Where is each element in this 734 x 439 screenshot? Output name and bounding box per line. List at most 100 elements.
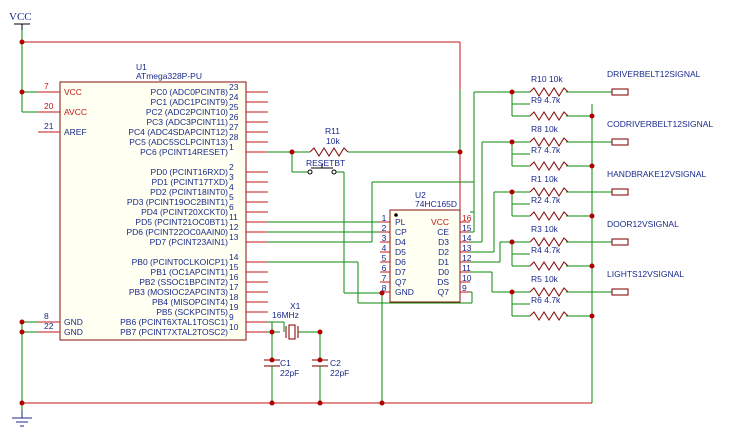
u1-pin-17-number: 17 [229, 282, 239, 292]
u2-pin-12-name: D1 [438, 257, 449, 267]
u1-pin-17-name: PB3 (MOSIOC2APCINT3) [129, 287, 228, 297]
u1-pin-8-number: 8 [44, 311, 49, 321]
u1-pin-22-name: GND [64, 327, 83, 337]
pullup-resistor[interactable] [529, 286, 569, 298]
u1-pin-7-name: VCC [64, 87, 82, 97]
crystal-x1[interactable]: X1 16MHz [272, 301, 301, 340]
u2-pin-15-name: CE [437, 227, 449, 237]
r11-ref: R11 [325, 126, 340, 136]
u1-pin-14-number: 14 [229, 252, 239, 262]
u1-pin-6-number: 6 [229, 202, 234, 212]
pullup-resistor[interactable] [529, 86, 569, 98]
u2-pin-3-name: D4 [395, 237, 406, 247]
signal-connector[interactable] [611, 188, 629, 196]
pullup-resistor[interactable] [529, 236, 569, 248]
reset-button[interactable]: RESETBT [306, 158, 345, 175]
u1-pin-9-number: 9 [229, 312, 234, 322]
u1-pin-4-name: PD2 (PCINT18INT0) [150, 187, 228, 197]
u1-pin-25-name: PC2 (ADC2PCINT10) [146, 107, 228, 117]
u1-pin-7-number: 7 [44, 81, 49, 91]
u1-pin-2-number: 2 [229, 162, 234, 172]
r11-resistor[interactable]: R11 10k [309, 126, 350, 158]
divider-resistor-label: R2 4.7k [531, 195, 561, 205]
u1-pin-12-number: 12 [229, 222, 239, 232]
u2-pin1-marker [394, 213, 398, 217]
pullup-resistor-label: R3 10k [531, 224, 559, 234]
r11-value: 10k [326, 136, 340, 146]
divider-resistor[interactable] [529, 260, 569, 272]
u1-pin-24-name: PC1 (ADC1PCINT9) [151, 97, 229, 107]
u2-pin-12-number: 12 [462, 253, 472, 263]
u2-value: 74HC165D [415, 199, 457, 209]
u1-pin-11-number: 11 [229, 212, 238, 222]
u2-pin-11-name: D0 [438, 267, 449, 277]
signal-connector[interactable] [611, 238, 629, 246]
u1-pin-26-name: PC3 (ADC3PCINT11) [146, 117, 228, 127]
u2-pin-15-number: 15 [462, 223, 472, 233]
divider-resistor[interactable] [529, 110, 569, 122]
divider-resistor[interactable] [529, 310, 569, 322]
u1-pin-19-name: PB5 (SCKPCINT5) [156, 307, 228, 317]
u2-pin-14-number: 14 [462, 233, 472, 243]
u1-pin-3-name: PD1 (PCINT17TXD) [151, 177, 228, 187]
signal-name: DOOR12VSIGNAL [607, 219, 679, 229]
divider-resistor-label: R7 4.7k [531, 145, 561, 155]
vcc-power-symbol: VCC [9, 11, 32, 30]
pullup-resistor[interactable] [529, 136, 569, 148]
u2-pin-11-number: 11 [462, 263, 471, 273]
u1-pin-3-number: 3 [229, 172, 234, 182]
u1-pin-5-number: 5 [229, 192, 234, 202]
reset-button-label: RESETBT [306, 158, 345, 168]
u1-pin-19-number: 19 [229, 302, 239, 312]
u1-atmega328p[interactable]: U1 ATmega328P-PU 7VCC20AVCC21AREF8GND22G… [38, 62, 268, 341]
u2-pin-2-number: 2 [382, 223, 387, 233]
capacitor-c1[interactable]: C1 22pF [264, 358, 299, 378]
u1-pin-4-number: 4 [229, 182, 234, 192]
u1-pin-10-number: 10 [229, 322, 239, 332]
u1-pin-25-number: 25 [229, 102, 239, 112]
u1-pin-10-name: PB7 (PCINT7XTAL2TOSC2) [120, 327, 228, 337]
pullup-resistor-label: R1 10k [531, 174, 559, 184]
u1-pin-2-name: PD0 (PCINT16RXD) [151, 167, 229, 177]
pullup-resistor[interactable] [529, 186, 569, 198]
u2-pin-10-name: DS [437, 277, 449, 287]
pullup-resistor-label: R5 10k [531, 274, 559, 284]
pullup-resistor-label: R10 10k [531, 74, 563, 84]
u1-pin-26-number: 26 [229, 112, 239, 122]
u2-pin-16-number: 16 [462, 213, 472, 223]
u2-pin-3-number: 3 [382, 233, 387, 243]
u1-pin-6-name: PD4 (PCINT20XCKT0) [141, 207, 228, 217]
c2-value: 22pF [330, 368, 349, 378]
u2-body [389, 209, 461, 303]
u1-pin-16-name: PB2 (SSOC1BPCINT2) [139, 277, 228, 287]
divider-resistor-label: R9 4.7k [531, 95, 561, 105]
u2-pin-13-name: D2 [438, 247, 449, 257]
crystal-ref: X1 [290, 301, 301, 311]
u2-pin-2-name: CP [395, 227, 407, 237]
divider-resistor[interactable] [529, 210, 569, 222]
capacitor-c2[interactable]: C2 22pF [312, 358, 349, 378]
divider-resistor[interactable] [529, 160, 569, 172]
u1-pin-13-number: 13 [229, 232, 239, 242]
signal-connector[interactable] [611, 288, 629, 296]
c1-ref: C1 [280, 358, 291, 368]
u2-pin-5-name: D6 [395, 257, 406, 267]
signal-name: LIGHTS12VSIGNAL [607, 269, 684, 279]
vcc-label: VCC [9, 11, 32, 23]
pullup-resistor-label: R8 10k [531, 124, 559, 134]
u1-pin-24-number: 24 [229, 92, 239, 102]
u1-value: ATmega328P-PU [136, 71, 202, 81]
signal-connector[interactable] [611, 138, 629, 146]
u1-pin-21-number: 21 [44, 121, 54, 131]
u1-pin-12-name: PD6 (PCINT22OC0AAIN0) [126, 227, 228, 237]
signal-connector[interactable] [611, 88, 629, 96]
u1-pin-28-name: PC5 (ADC5SCLPCINT13) [129, 137, 228, 147]
